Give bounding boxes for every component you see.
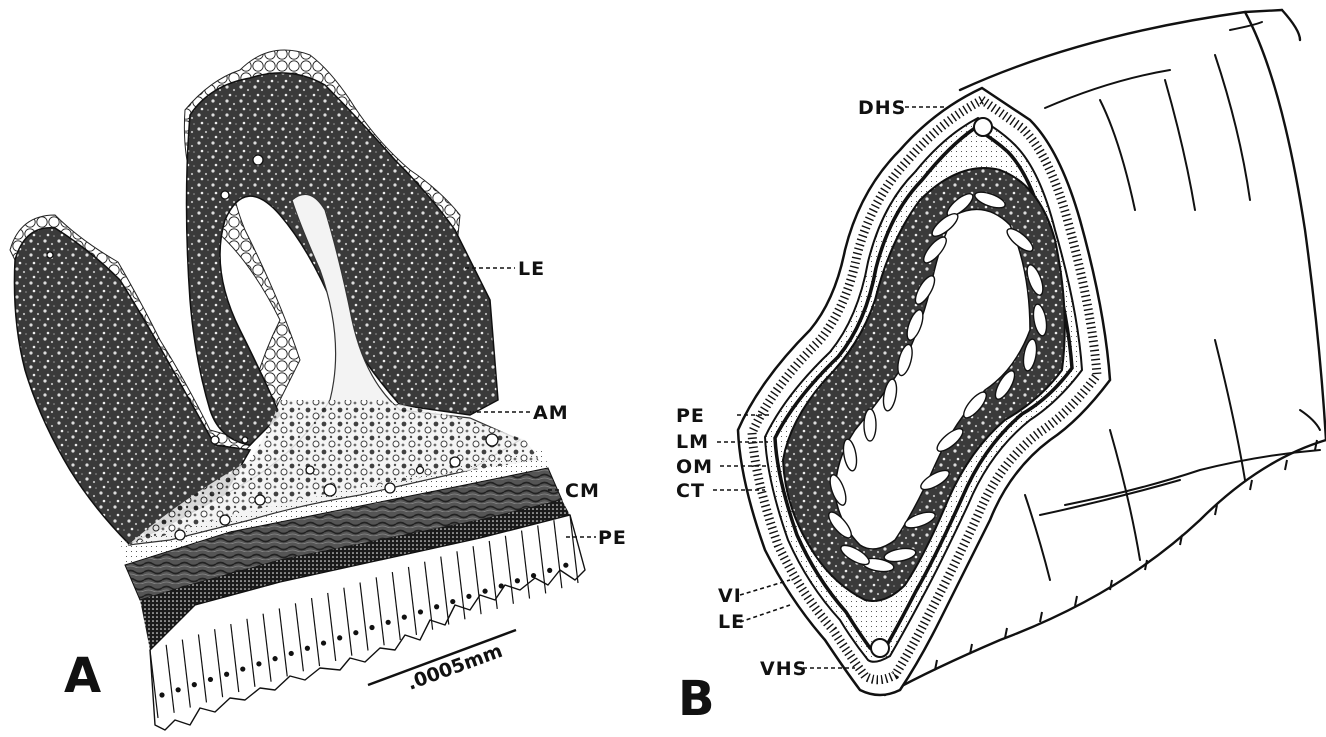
cell-wall (392, 572, 400, 640)
cell-nucleus (547, 568, 552, 573)
cell-wall (215, 629, 223, 697)
cell-nucleus (369, 625, 374, 630)
tube-tick (1040, 612, 1042, 622)
cell-wall (408, 567, 416, 635)
cell-wall (505, 536, 513, 604)
cell-wall (441, 557, 449, 625)
label-vi: VI (718, 585, 742, 607)
tube-tick (1145, 560, 1147, 570)
label-dhs: DHS (858, 97, 906, 119)
cell-nucleus (563, 563, 568, 568)
cell-nucleus (402, 615, 407, 620)
cell-wall (166, 645, 174, 713)
cell-nucleus (353, 630, 358, 635)
cell-nucleus (499, 583, 504, 588)
cell-nucleus (434, 604, 439, 609)
tube-tick (1315, 440, 1317, 450)
cell-nucleus (240, 666, 245, 671)
cell-wall (376, 577, 384, 645)
tube-tick (1110, 580, 1112, 590)
cell-nucleus (224, 672, 229, 677)
dorsal-blood-vessel (974, 118, 992, 136)
leader-vi (740, 580, 790, 595)
cell-nucleus (450, 599, 455, 604)
cell-nucleus (176, 687, 181, 692)
tube-tick (1075, 596, 1077, 606)
label-cm: CM (565, 480, 600, 502)
label-am: AM (533, 402, 569, 424)
cell-wall (231, 624, 239, 692)
cell-wall (247, 619, 255, 687)
label-le-a: LE (518, 258, 545, 280)
tube-tick (1285, 460, 1287, 470)
cell-nucleus (272, 656, 277, 661)
panel-b-letter: B (678, 671, 715, 727)
cell-wall (538, 525, 546, 593)
cell-nucleus (192, 682, 197, 687)
cell-wall (344, 588, 352, 656)
label-ct: CT (676, 480, 705, 502)
cell-wall (570, 515, 578, 583)
cell-wall (312, 598, 320, 666)
cell-wall (295, 603, 303, 671)
cell-wall (328, 593, 336, 661)
cell-nucleus (289, 651, 294, 656)
cell-nucleus (482, 589, 487, 594)
cell-nucleus (515, 578, 520, 583)
cell-nucleus (386, 620, 391, 625)
leader-le-b (740, 605, 790, 622)
cell-wall (263, 614, 271, 682)
label-le-b: LE (718, 611, 745, 633)
ventral-blood-vessel (871, 639, 889, 657)
cell-nucleus (305, 646, 310, 651)
label-om: OM (676, 456, 713, 478)
cell-nucleus (321, 640, 326, 645)
label-lm: LM (676, 431, 709, 453)
panel-a-letter: A (64, 648, 101, 704)
panel-a: LE AM CM PE .0005mm A (10, 50, 627, 730)
cell-wall (279, 608, 287, 676)
cell-nucleus (418, 609, 423, 614)
cell-wall (554, 520, 562, 588)
cell-nucleus (337, 635, 342, 640)
cell-wall (425, 562, 433, 630)
cell-nucleus (208, 677, 213, 682)
scale-bar-label: .0005mm (404, 640, 505, 695)
cell-nucleus (466, 594, 471, 599)
cell-wall (182, 640, 190, 708)
villus-fold (864, 409, 876, 441)
panel-b: DHS PE LM OM CT VI LE VHS B (676, 10, 1326, 727)
cell-wall (457, 551, 465, 619)
cell-wall (360, 583, 368, 651)
cell-wall (198, 634, 206, 702)
cell-nucleus (531, 573, 536, 578)
label-vhs: VHS (760, 658, 807, 680)
tube-tick (1250, 480, 1252, 490)
cell-nucleus (159, 692, 164, 697)
label-pe-a: PE (598, 527, 627, 549)
label-pe-b: PE (676, 405, 705, 427)
cell-nucleus (256, 661, 261, 666)
